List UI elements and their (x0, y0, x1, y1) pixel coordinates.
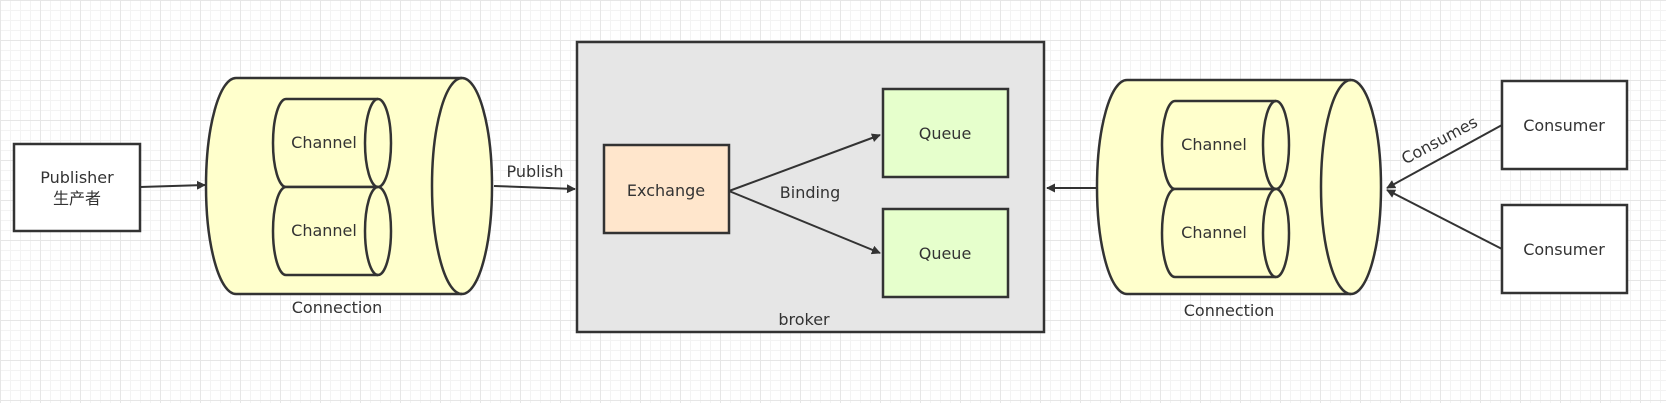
publisher-label: Publisher (40, 168, 114, 187)
broker-label: broker (778, 310, 830, 329)
right-channel-2: Channel (1160, 187, 1291, 279)
edge-consumer-1-consumes (1386, 124, 1503, 189)
broker: broker Exchange Queue Queue (575, 40, 1046, 334)
exchange-label: Exchange (627, 181, 705, 200)
right-channel-2-label: Channel (1181, 223, 1247, 242)
right-connection-label: Connection (1184, 301, 1275, 320)
left-connection-rim (430, 76, 463, 296)
queue-node-1: Queue (881, 87, 1010, 179)
queue-2-label: Queue (919, 244, 972, 263)
queue-1-label: Queue (919, 124, 972, 143)
edge-binding-queue-1 (728, 133, 881, 192)
left-connection: Channel Channel Connection (204, 76, 494, 317)
publish-label: Publish (506, 162, 563, 181)
left-channel-2-label: Channel (291, 221, 357, 240)
exchange-node: Exchange (602, 143, 731, 235)
consumer-node-2: Consumer (1500, 203, 1629, 295)
left-connection-label: Connection (292, 298, 383, 317)
publisher-sublabel: 生产者 (53, 189, 101, 208)
queue-node-2: Queue (881, 207, 1010, 299)
consumer-1-label: Consumer (1523, 116, 1605, 135)
edge-consumer-2 (1386, 189, 1503, 250)
edge-publish (493, 184, 576, 194)
left-channel-1: Channel (271, 97, 393, 189)
binding-label: Binding (780, 183, 840, 202)
right-channel-1: Channel (1160, 99, 1291, 191)
consumer-node-1: Consumer (1500, 79, 1629, 171)
edge-binding-queue-2 (728, 190, 881, 255)
edge-publisher-to-connection (139, 180, 206, 190)
right-connection-rim (1319, 78, 1352, 296)
publisher-node: Publisher 生产者 (12, 142, 142, 233)
right-connection: Channel Channel Connection (1095, 78, 1383, 320)
left-channel-1-label: Channel (291, 133, 357, 152)
left-channel-2: Channel (271, 185, 393, 277)
consumer-2-label: Consumer (1523, 240, 1605, 259)
right-channel-1-label: Channel (1181, 135, 1247, 154)
